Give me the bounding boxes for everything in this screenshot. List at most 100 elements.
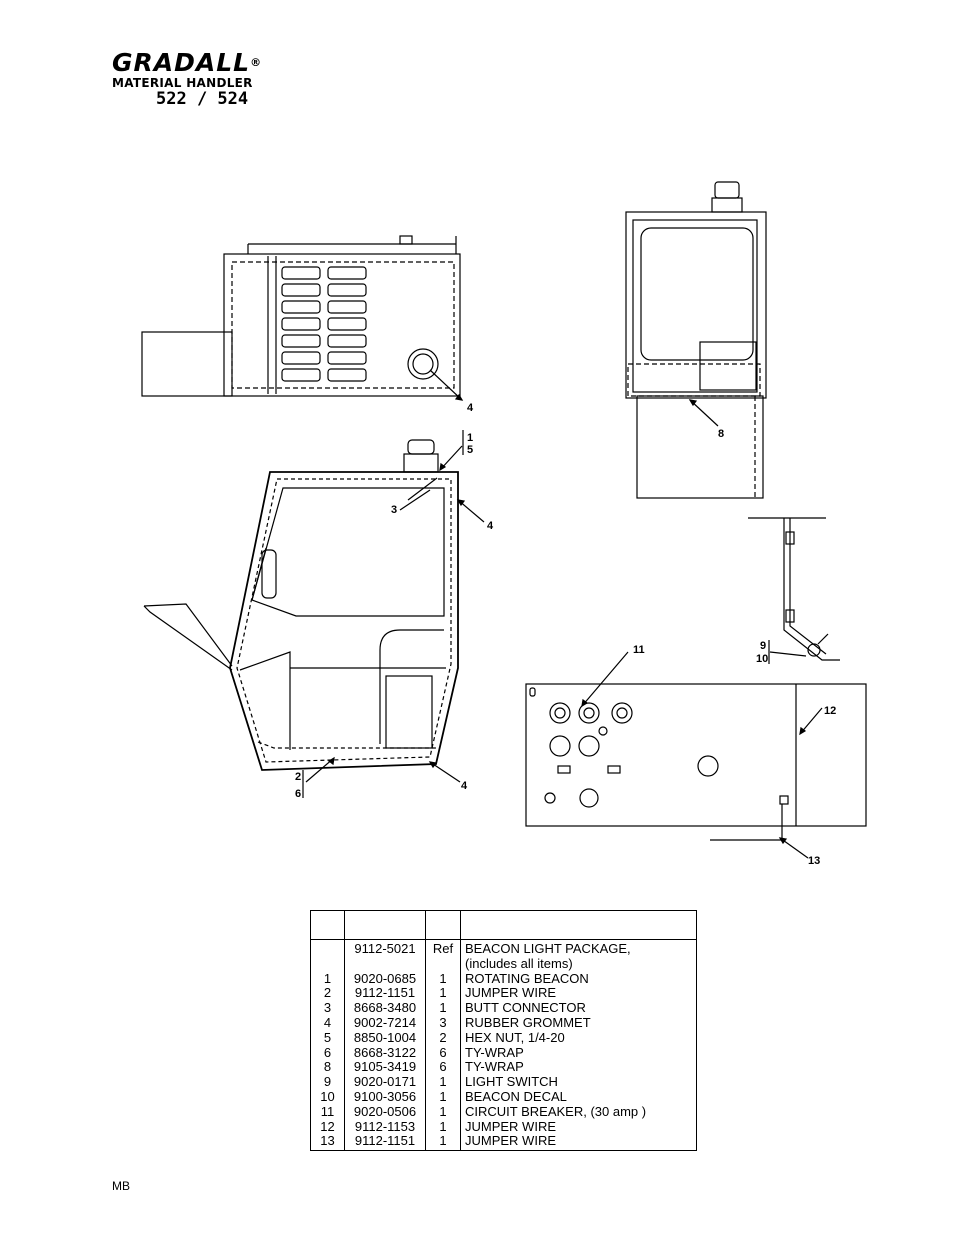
cell-desc: CIRCUIT BREAKER, (30 amp ) [460, 1104, 697, 1120]
cell-item: 8 [310, 1060, 345, 1076]
cell-qty: 1 [425, 1119, 461, 1135]
cell-qty: 1 [425, 986, 461, 1002]
table-row: (includes all items) [310, 956, 697, 972]
callout-13: 13 [808, 855, 820, 867]
cell-desc: JUMPER WIRE [460, 986, 697, 1002]
header-item [310, 910, 345, 940]
beacon-base-circle [407, 348, 439, 380]
callout-8: 8 [718, 428, 724, 440]
callout-10: 10 [756, 653, 768, 665]
logo-brand: GRADALL® [112, 48, 263, 77]
logo-model: 522 / 524 [156, 89, 249, 109]
cell-qty: 1 [425, 1104, 461, 1120]
cell-qty: 2 [425, 1030, 461, 1046]
electrical-panel [525, 651, 867, 859]
cell-desc: TY-WRAP [460, 1045, 697, 1061]
cell-desc: BUTT CONNECTOR [460, 1000, 697, 1016]
cab-top-view [141, 235, 464, 401]
cell-part: 9020-0506 [344, 1104, 426, 1120]
cell-item: 13 [310, 1133, 345, 1152]
callout-5: 5 [467, 444, 473, 456]
registered-mark: ® [250, 56, 263, 69]
cell-desc: ROTATING BEACON [460, 971, 697, 987]
light-switch-knob [807, 643, 821, 657]
vent-grid [281, 266, 367, 382]
logo-subtitle: MATERIAL HANDLER [112, 76, 253, 90]
cell-item: 12 [310, 1119, 345, 1135]
header-desc [460, 910, 697, 940]
cell-qty: 3 [425, 1015, 461, 1031]
cell-item: 11 [310, 1104, 345, 1120]
cell-item: 9 [310, 1074, 345, 1090]
rotating-beacon [407, 439, 435, 455]
cell-item [310, 956, 345, 972]
cell-qty: 1 [425, 1133, 461, 1152]
cell-desc: TY-WRAP [460, 1060, 697, 1076]
cell-part: 8850-1004 [344, 1030, 426, 1046]
cell-qty: 1 [425, 1000, 461, 1016]
cell-part: 9105-3419 [344, 1060, 426, 1076]
cell-qty: 1 [425, 1089, 461, 1105]
cell-desc: BEACON DECAL [460, 1089, 697, 1105]
cab-rear-view [625, 181, 767, 499]
callout-1: 1 [467, 432, 473, 444]
callout-6: 6 [295, 788, 301, 800]
cell-desc: RUBBER GROMMET [460, 1015, 697, 1031]
cell-part: 9002-7214 [344, 1015, 426, 1031]
cell-desc: JUMPER WIRE [460, 1133, 697, 1152]
cell-part: 8668-3122 [344, 1045, 426, 1061]
cell-desc: HEX NUT, 1/4-20 [460, 1030, 697, 1046]
cell-part: 9020-0685 [344, 971, 426, 987]
cell-desc: (includes all items) [460, 956, 697, 972]
cell-item: 6 [310, 1045, 345, 1061]
cell-item [310, 939, 345, 957]
cell-desc: LIGHT SWITCH [460, 1074, 697, 1090]
callout-4-mid: 4 [487, 520, 494, 532]
cell-item: 2 [310, 986, 345, 1002]
keyhole [697, 755, 719, 777]
cell-part: 9112-1151 [344, 986, 426, 1002]
cell-part: 9100-3056 [344, 1089, 426, 1105]
callout-2: 2 [295, 771, 301, 783]
cell-desc: JUMPER WIRE [460, 1119, 697, 1135]
callout-12: 12 [824, 705, 836, 717]
header-part [344, 910, 426, 940]
cell-item: 1 [310, 971, 345, 987]
cell-part: 9112-1153 [344, 1119, 426, 1135]
cell-qty: 1 [425, 1074, 461, 1090]
cell-item: 4 [310, 1015, 345, 1031]
header-qty [425, 910, 461, 940]
callout-4-top: 4 [467, 402, 474, 414]
cell-part: 8668-3480 [344, 1000, 426, 1016]
parts-table-header [310, 910, 697, 940]
cell-qty: Ref [425, 939, 461, 957]
footer-code: MB [112, 1179, 130, 1193]
cell-qty: 6 [425, 1045, 461, 1061]
cell-qty [425, 956, 461, 972]
cell-part: 9112-5021 [344, 939, 426, 957]
cell-item: 5 [310, 1030, 345, 1046]
cell-part [344, 956, 426, 972]
cell-qty: 6 [425, 1060, 461, 1076]
cell-qty: 1 [425, 971, 461, 987]
cab-perspective-view [143, 439, 485, 783]
parts-diagram: 4 1 5 3 4 2 6 4 8 9 10 11 12 13 [141, 181, 867, 867]
callout-3: 3 [391, 504, 397, 516]
cell-item: 3 [310, 1000, 345, 1016]
cell-part: 9020-0171 [344, 1074, 426, 1090]
callout-11: 11 [633, 644, 645, 656]
